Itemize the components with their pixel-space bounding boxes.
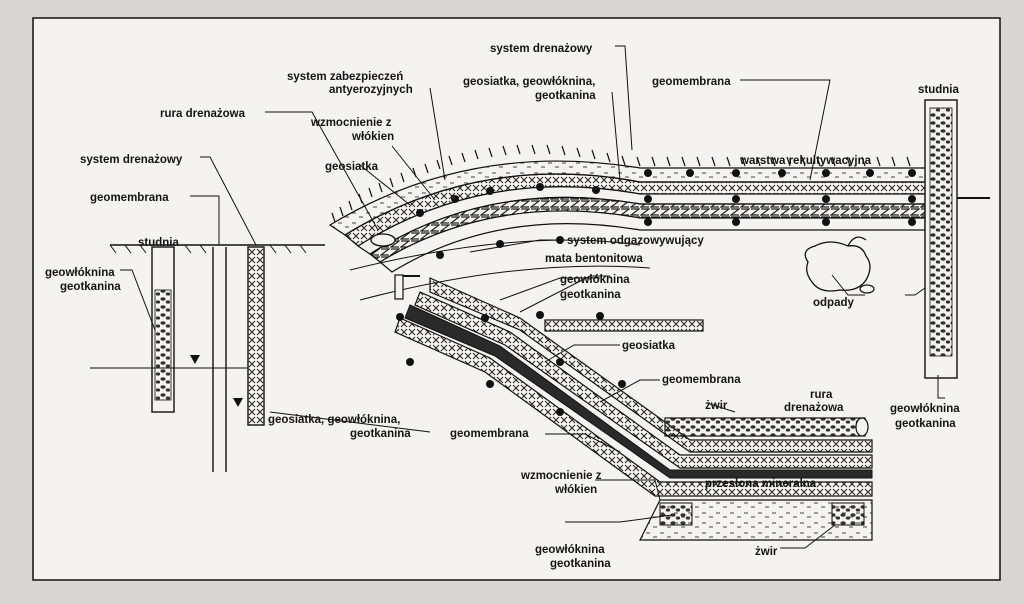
label-drenazowa: drenażowa xyxy=(784,402,844,414)
label-geosiatka-geo-bottom-2: geotkanina xyxy=(350,428,411,440)
label-system-drenazowy-left: system drenażowy xyxy=(80,154,183,166)
label-wzmocnienie-top-2: włókien xyxy=(351,131,394,143)
label-wzmocnienie-bottom-1: wzmocnienie z xyxy=(520,470,602,482)
mineral-barrier xyxy=(639,499,873,541)
label-przeslona-mineralna: przesłona mineralna xyxy=(705,478,817,490)
label-geowloknina-left-1: geowłóknina xyxy=(45,267,115,279)
bottom-drain-pipe xyxy=(855,417,869,437)
label-geomembrana-mid: geomembrana xyxy=(662,374,741,386)
ground-hatch xyxy=(109,244,307,254)
waste-gas-points xyxy=(396,236,604,366)
label-geowloknina-left-2: geotkanina xyxy=(60,281,121,293)
label-geosiatka-geo-top-2: geotkanina xyxy=(535,90,596,102)
label-zwir-bottom: żwir xyxy=(755,546,778,558)
slope-bentonite-layer xyxy=(414,291,873,469)
label-geowloknina-right-2: geotkanina xyxy=(895,418,956,430)
cap-drain-pipes xyxy=(416,169,916,226)
label-geomembrana-left: geomembrana xyxy=(90,192,169,204)
label-geowloknina-bottom-1: geowłóknina xyxy=(535,544,605,556)
label-geowloknina-mid-1: geowłóknina xyxy=(560,274,630,286)
label-system-zabezpieczen-2: antyerozyjnych xyxy=(329,84,413,96)
label-geowloknina-bottom-2: geotkanina xyxy=(550,558,611,570)
label-studnia-right: studnia xyxy=(918,84,959,96)
label-geomembrana-bottom: geomembrana xyxy=(450,428,529,440)
grass-cover xyxy=(331,144,911,223)
waste-bag-tie xyxy=(847,236,867,247)
water-level-marker-1 xyxy=(190,355,200,364)
label-system-zabezpieczen-1: system zabezpieczeń xyxy=(287,71,403,83)
label-geosiatka-mid: geosiatka xyxy=(622,340,676,352)
label-system-odgazowujacy: system odgazowywujący xyxy=(567,235,704,247)
label-geowloknina-right-1: geowłóknina xyxy=(890,403,960,415)
label-mata-bentonitowa: mata bentonitowa xyxy=(545,253,643,265)
right-well-gravel xyxy=(929,107,953,357)
left-drain-column xyxy=(247,246,265,426)
slope-geomembrane-layer xyxy=(404,304,873,479)
slope-points xyxy=(486,358,626,416)
label-geosiatka-geo-bottom-1: geosiatka, geowłóknina, xyxy=(268,414,400,426)
degassing-pipe xyxy=(544,319,704,332)
label-rura: rura xyxy=(810,389,833,401)
slope-geosynthetic-layer xyxy=(429,277,873,453)
bottom-gravel-right xyxy=(831,502,865,526)
leader-lines xyxy=(120,45,945,549)
label-studnia-left: studnia xyxy=(138,237,179,249)
left-well-gravel xyxy=(154,289,172,401)
label-geosiatka-geo-top-1: geosiatka, geowłóknina, xyxy=(463,76,595,88)
degassing-vent xyxy=(394,274,404,300)
bottom-drain-gravel xyxy=(664,417,866,437)
label-system-drenazowy-top: system drenażowy xyxy=(490,43,593,55)
waste-bag xyxy=(804,241,871,292)
label-warstwa-rekultywacyjna: warstwa rekultywacyjna xyxy=(739,155,872,167)
label-geosiatka-left: geosiatka xyxy=(325,161,379,173)
waste-line-1 xyxy=(349,239,641,271)
cap-drain-pipe-end xyxy=(370,233,396,247)
label-zwir-mid: żwir xyxy=(705,400,728,412)
bottom-gravel-left xyxy=(659,502,693,526)
slope-reinforcement-layer xyxy=(394,317,873,497)
label-odpady: odpady xyxy=(813,297,854,309)
waste-bag-leak xyxy=(859,284,875,294)
label-rura-drenazowa-left: rura drenażowa xyxy=(160,108,246,120)
label-wzmocnienie-bottom-2: włókien xyxy=(554,484,597,496)
label-wzmocnienie-top-1: wzmocnienie z xyxy=(310,117,392,129)
water-level-marker-2 xyxy=(233,398,243,407)
label-geomembrana-top: geomembrana xyxy=(652,76,731,88)
label-geowloknina-mid-2: geotkanina xyxy=(560,289,621,301)
